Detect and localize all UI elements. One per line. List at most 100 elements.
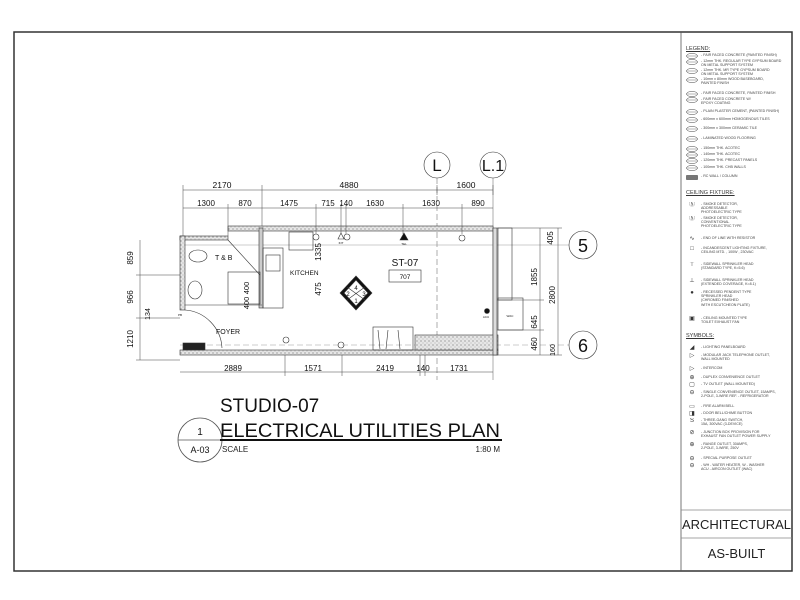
smoke-detector-addressable-icon: Ⓢ <box>688 202 695 208</box>
tag-wac: WAC <box>507 314 515 318</box>
dim: 2800 <box>548 286 557 304</box>
legend-text: - DUPLEX CONVENIENCE OUTLET <box>701 375 761 379</box>
dim: 2889 <box>224 364 242 373</box>
ceiling-fixture-item: Ⓢ- SMOKE DETECTOR, ADDRESSABLE PHOTOELEC… <box>685 202 790 215</box>
legend-text: - TV OUTLET (WALL MOUNTED) <box>701 382 755 386</box>
room-label-tb: T & B <box>215 255 233 262</box>
legend-text: - SIDEWALL SPRINKLER HEAD (STANDARD TYPE… <box>701 262 754 271</box>
shower <box>227 271 261 305</box>
dim: 1475 <box>280 199 298 208</box>
doorbell-icon: ◨ <box>689 411 695 417</box>
legend-item: - FAIR FACED CONCRETE W/ EPOXY COATING <box>685 97 790 105</box>
room-label-foyer: FOYER <box>216 329 240 336</box>
junction-box-icon: ⊘ <box>689 430 695 436</box>
grid-bubble-6[interactable] <box>568 330 598 360</box>
dim: 1210 <box>126 330 135 348</box>
sidewall-sprinkler-icon: ⊤ <box>689 262 695 268</box>
orientation-3: 3 <box>362 292 366 298</box>
symbols-item: ▭- FIRE ALARM BELL <box>685 404 790 410</box>
stove <box>288 231 314 251</box>
detail-number: 1 <box>197 427 203 438</box>
special-outlet-icon: ⊖ <box>689 456 695 462</box>
legend-text: - SIDEWALL SPRINKLER HEAD (EXTENDED COVE… <box>701 278 756 287</box>
material-tag-icon <box>685 117 699 123</box>
grid-bubble-5[interactable] <box>568 230 598 260</box>
tb-door-swing <box>227 239 261 276</box>
legend-item: - 150mm THK. ACOTEC <box>685 146 790 152</box>
wall-bottom <box>179 349 499 356</box>
grid-label-L1: L.1 <box>482 158 504 175</box>
symbols-item: ◢- LIGHTING PANELBOARD <box>685 345 790 351</box>
grid-label-L: L <box>432 156 441 175</box>
dim: 1630 <box>422 199 440 208</box>
single-outlet-icon: ⊖ <box>689 390 695 396</box>
legend-text: - FAIR FACED CONCRETE, PAINTED FINISH <box>701 91 776 95</box>
sink <box>265 254 281 272</box>
legend-text: - LIGHTING PANELBOARD <box>701 345 746 349</box>
legend-text: - 120mm THK. PRECAST PANELS <box>701 158 758 162</box>
legend-text: - DOOR BELL/CHIME BUTTON <box>701 411 753 415</box>
legend-item: - 140mm THK. ACOTEC <box>685 152 790 158</box>
legend-text: - FIRE ALARM BELL <box>701 404 735 408</box>
room-label-kitchen: KITCHEN <box>290 270 319 277</box>
intercom-icon <box>337 232 345 240</box>
balcony-box <box>497 227 513 301</box>
sheet-number: A-03 <box>190 445 209 455</box>
legend-item: - LAMINATED WOOD FLOORING <box>685 136 790 142</box>
legend-text: - FAIR FACED CONCRETE W/ EPOXY COATING <box>701 97 751 106</box>
material-tag-icon <box>685 109 699 115</box>
grid-bubble-L1[interactable] <box>479 151 507 179</box>
dim: 870 <box>238 199 252 208</box>
exhaust-fan-icon: ▣ <box>689 316 695 322</box>
dim: 140 <box>339 199 353 208</box>
intercom-icon: ▷ <box>689 366 695 372</box>
sheet-border <box>13 31 793 572</box>
orientation-1: 1 <box>354 299 358 305</box>
wall-left <box>179 235 186 311</box>
dim: 1731 <box>450 364 468 373</box>
status-label: AS-BUILT <box>707 546 766 561</box>
legend-text: - SMOKE DETECTOR, CONVENTIONAL PHOTOELEC… <box>701 216 742 229</box>
legend-text: - INTERCOM <box>701 366 723 370</box>
dim: 1855 <box>530 268 539 286</box>
outlet-icon <box>337 341 345 349</box>
symbols-item: ⊖- SINGLE CONVENIENCE OUTLET, 15AMPS, 2-… <box>685 390 790 398</box>
legend-text: - CEILING MOUNTED TYPE TOILET EXHAUST FA… <box>701 316 748 325</box>
legend-heading: LEGEND: <box>686 46 711 52</box>
legend-text: - RECESSED PENDENT TYPE SPRINKLER HEAD (… <box>701 290 752 307</box>
outlet-icon <box>343 233 351 241</box>
orientation-2: 2 <box>346 292 350 298</box>
legend-item: - PLAIN PLASTER CEMENT, (PAINTED FINISH) <box>685 109 790 115</box>
ceiling-fixture-item: ⊤ - SIDEWALL SPRINKLER HEAD (STANDARD TYP… <box>685 262 790 270</box>
dim: 715 <box>321 199 335 208</box>
ceiling-fixture-item: □- INCANDESCENT LIGHTING FIXTURE, CEILIN… <box>685 246 790 254</box>
discipline-label: ARCHITECTURAL <box>681 517 792 532</box>
symbols-item: ▷ - INTERCOM <box>685 366 790 372</box>
ceiling-fixture-item: ▣ - CEILING MOUNTED TYPE TOILET EXHAUST F… <box>685 316 790 324</box>
material-tag-icon <box>685 59 699 65</box>
grid-bubble-L[interactable] <box>423 151 451 179</box>
orientation-4: 4 <box>354 286 358 292</box>
symbols-item: ◨ - DOOR BELL/CHIME BUTTON <box>685 411 790 417</box>
legend-text: - 100mm THK. CHB WALLS <box>701 165 746 169</box>
symbols-item: ▷- MODULAR JACK TELEPHONE OUTLET, WALL M… <box>685 353 790 361</box>
panelboard <box>182 342 206 351</box>
tag-acu: ACU <box>483 315 489 319</box>
legend-text: - 140mm THK. ACOTEC <box>701 152 741 156</box>
symbols-item: ⊖- SPECIAL PURPOSE OUTLET <box>685 456 790 462</box>
legend-text: - 12mm THK. REGULAR TYPE GYPSUM BOARD ON… <box>701 59 782 68</box>
kitchen-counter <box>262 247 284 309</box>
smoke-detector-conventional-icon: Ⓢ <box>688 216 695 222</box>
ceiling-fixture-heading: CEILING FIXTURE: <box>686 190 735 196</box>
dim: 475 <box>314 282 323 296</box>
unit-number-box <box>388 269 422 283</box>
symbols-item: ▢- TV OUTLET (WALL MOUNTED) <box>685 382 790 388</box>
dim: 1300 <box>197 199 215 208</box>
unit-number: 707 <box>400 274 411 281</box>
legend-item: - 300mm x 300mm CERAMIC TILE <box>685 126 790 132</box>
rc-wall-tag-icon <box>685 174 699 180</box>
legend-text: - JUNCTION BOX PROVISION FOR EXHAUST FAN… <box>701 430 771 439</box>
tag-int: INT <box>339 241 344 245</box>
dim: 1571 <box>304 364 322 373</box>
